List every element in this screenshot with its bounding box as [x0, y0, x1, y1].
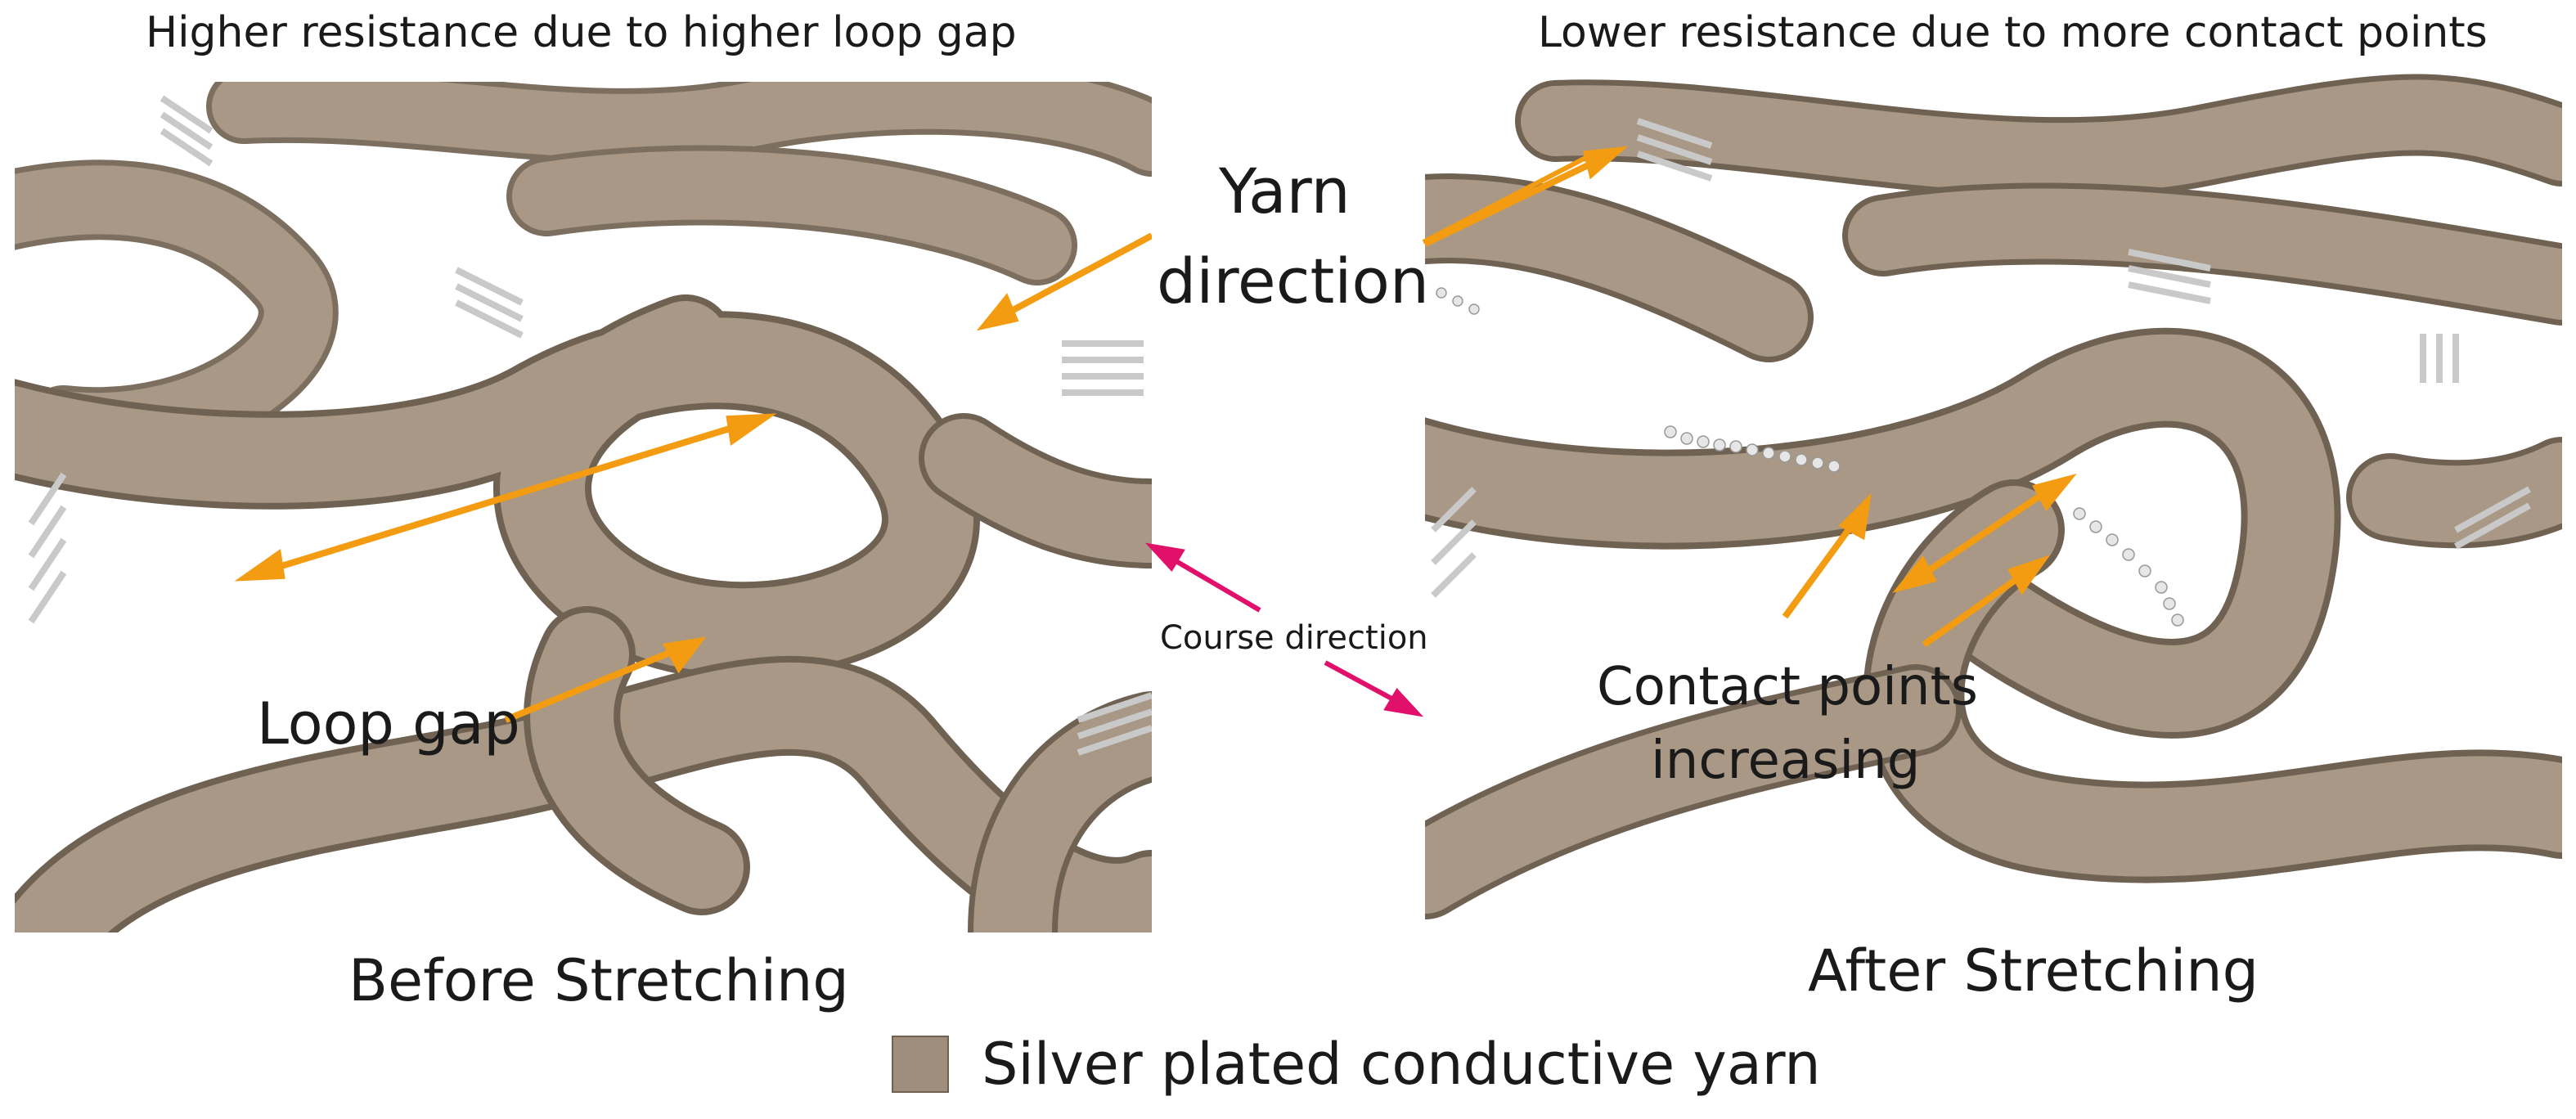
loop-gap-label: Loop gap — [257, 690, 520, 757]
left-panel-title: Higher resistance due to higher loop gap — [146, 8, 1017, 57]
course-direction-label: Course direction — [1160, 619, 1428, 657]
before-stretching-caption: Before Stretching — [348, 947, 849, 1014]
contact-points-label-line1: Contact points — [1597, 657, 1978, 717]
before-stretching-illustration — [15, 82, 1152, 932]
legend-label-yarn: Silver plated conductive yarn — [982, 1031, 1821, 1098]
right-panel-title: Lower resistance due to more contact poi… — [1538, 8, 2488, 57]
yarn-direction-connector — [1422, 155, 1589, 245]
after-stretching-caption: After Stretching — [1808, 937, 2259, 1004]
yarn-direction-label-line1: Yarn — [1219, 155, 1351, 227]
after-stretching-illustration — [1425, 74, 2562, 919]
after-stretching-panel — [1425, 72, 2562, 923]
contact-points-label-line2: increasing — [1651, 730, 1921, 791]
course-direction-arrows — [1145, 542, 1423, 717]
legend-swatch-yarn — [892, 1036, 949, 1093]
before-stretching-panel — [15, 82, 1152, 932]
yarn-direction-label-line2: direction — [1157, 245, 1430, 317]
